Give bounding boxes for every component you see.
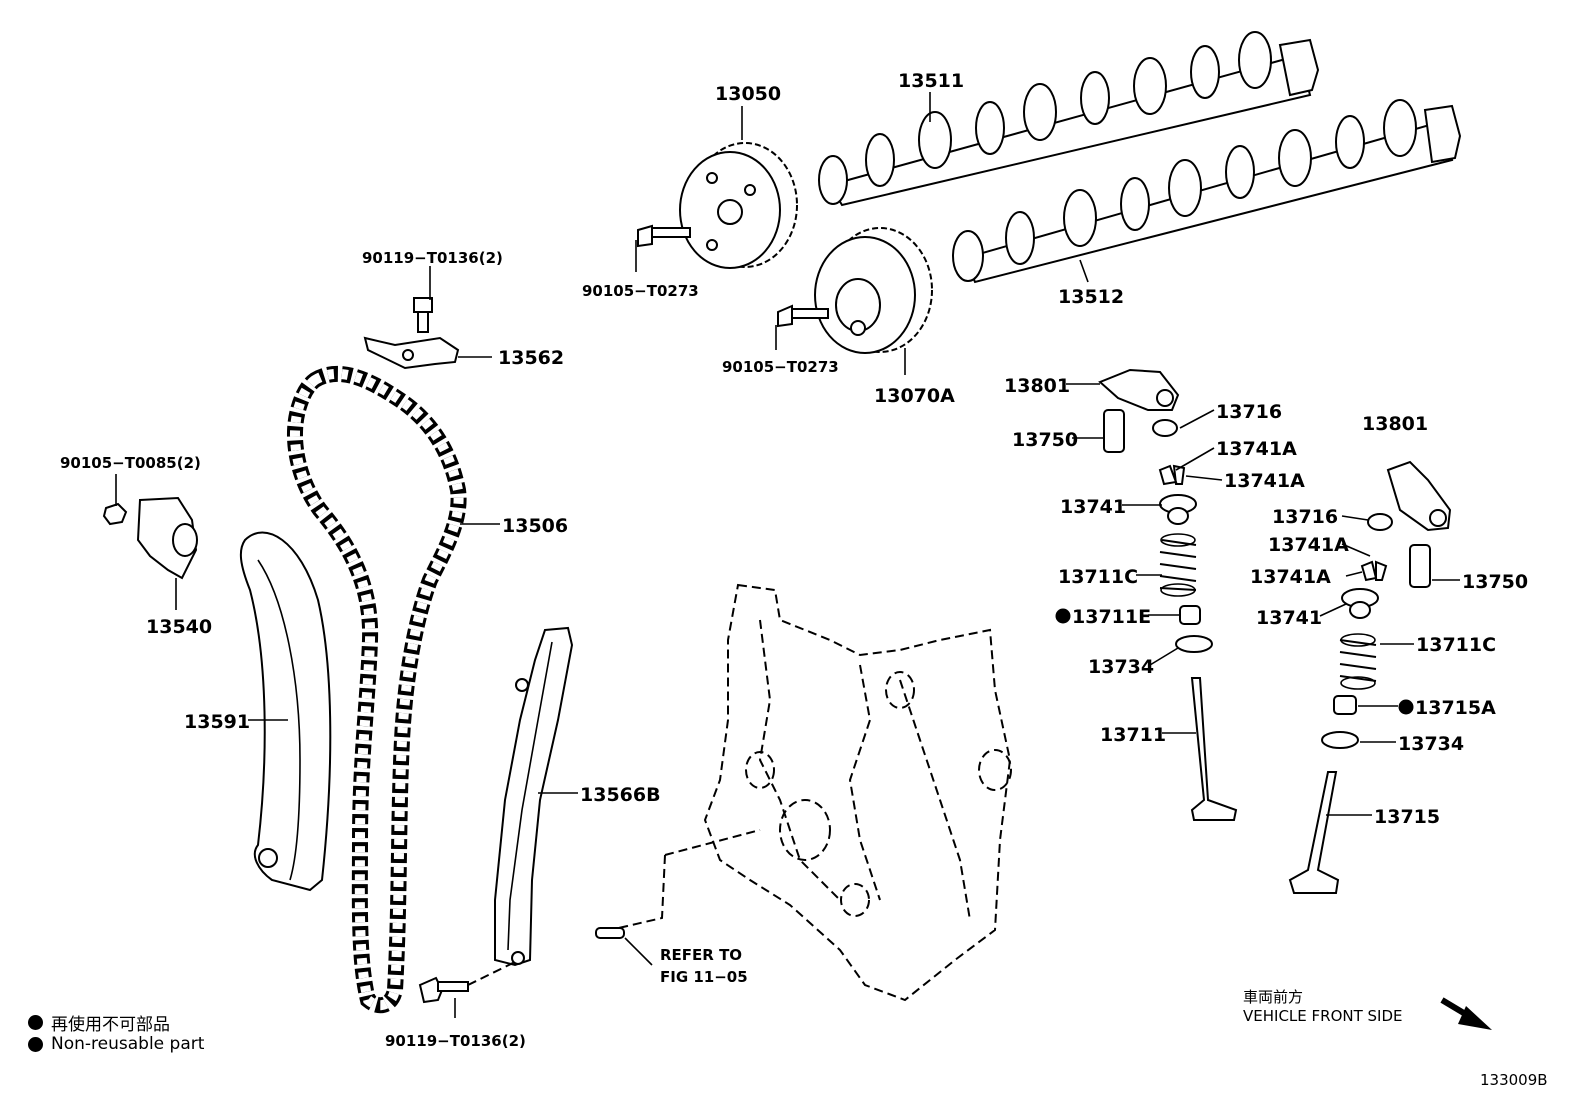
- front-label-jp: 車両前方: [1243, 988, 1304, 1006]
- bolt-90105-t0273-b[interactable]: [777, 304, 829, 328]
- valve-stem-cap-13716-b[interactable]: [1367, 513, 1393, 531]
- camshaft-13512[interactable]: [952, 99, 1462, 284]
- spring-retainer-13741-b[interactable]: [1341, 588, 1379, 619]
- front-label-en: VEHICLE FRONT SIDE: [1243, 1007, 1403, 1025]
- chain-guide-plate-13562[interactable]: [363, 336, 460, 370]
- label-13050: 13050: [715, 83, 781, 105]
- label-fig-11-05: FIG 11−05: [660, 968, 748, 986]
- label-13734-b: 13734: [1398, 733, 1464, 755]
- label-13741a-2: 13741A: [1224, 470, 1305, 492]
- intake-valve-13711[interactable]: [1190, 677, 1238, 821]
- label-13801-a: 13801: [1004, 375, 1070, 397]
- retainer-lock-13741a-b[interactable]: [1360, 560, 1388, 582]
- valve-stem-cap-13716-a[interactable]: [1152, 419, 1178, 437]
- guide-bolt-link-line: [467, 961, 516, 986]
- legend-jp: 再使用不可部品: [28, 1010, 170, 1035]
- bullet-icon: [28, 1036, 43, 1052]
- lash-adjuster-13750-a[interactable]: [1103, 409, 1125, 453]
- bolt-90105-t0273-a[interactable]: [637, 224, 691, 248]
- bolt-90119-t0136-bottom[interactable]: [418, 976, 469, 1004]
- label-13070a: 13070A: [874, 385, 955, 407]
- bullet-icon: [28, 1015, 43, 1030]
- label-13715: 13715: [1374, 806, 1440, 828]
- dowel-pin[interactable]: [595, 927, 625, 939]
- label-13801-b: 13801: [1362, 413, 1428, 435]
- rocker-arm-13801-a[interactable]: [1098, 368, 1180, 411]
- label-13540: 13540: [146, 616, 212, 638]
- tensioner-arm-13591[interactable]: [239, 531, 332, 892]
- label-13741a-3: 13741A: [1268, 534, 1349, 556]
- valve-spring-13711c-a[interactable]: [1159, 533, 1197, 597]
- label-90105-t0085: 90105−T0085(2): [60, 454, 201, 472]
- label-13715a: 13715A: [1415, 697, 1496, 719]
- label-13562: 13562: [498, 347, 564, 369]
- chain-tensioner-13540[interactable]: [136, 496, 198, 580]
- label-13750-a: 13750: [1012, 429, 1078, 451]
- label-13566b: 13566B: [580, 784, 661, 806]
- vehicle-front-arrow-icon: [1440, 997, 1492, 1030]
- cam-timing-gear-13050[interactable]: [679, 142, 798, 269]
- lash-adjuster-13750-b[interactable]: [1409, 544, 1431, 588]
- leader-lines: [115, 92, 1460, 1018]
- spring-retainer-13741-a[interactable]: [1159, 494, 1197, 525]
- camshaft-13511[interactable]: [818, 31, 1320, 207]
- engine-block-outline: [609, 583, 1012, 1002]
- label-13741-a: 13741: [1060, 496, 1126, 518]
- label-refer-to: REFER TO: [660, 946, 742, 964]
- chain-guide-13566b[interactable]: [494, 626, 574, 967]
- label-13741a-4: 13741A: [1250, 566, 1331, 588]
- label-90119-t0136-top: 90119−T0136(2): [362, 249, 503, 267]
- part-labels: 13050 13511 13512 90105−T0273 90105−T027…: [60, 70, 1528, 1050]
- non-reusable-mark-13715a: [1398, 699, 1414, 715]
- valve-stem-seal-13711e[interactable]: [1179, 605, 1201, 625]
- label-13511: 13511: [898, 70, 964, 92]
- nut-90105-t0085[interactable]: [102, 502, 128, 526]
- label-13750-b: 13750: [1462, 571, 1528, 593]
- legend-en-text: Non-reusable part: [51, 1034, 205, 1054]
- legend-jp-text: 再使用不可部品: [51, 1015, 170, 1035]
- retainer-lock-13741a-a[interactable]: [1158, 464, 1186, 486]
- valve-stem-seal-13715a[interactable]: [1333, 695, 1357, 715]
- label-13591: 13591: [184, 711, 250, 733]
- label-13716-a: 13716: [1216, 401, 1282, 423]
- label-13716-b: 13716: [1272, 506, 1338, 528]
- bolt-90119-t0136-top[interactable]: [413, 297, 433, 333]
- label-13711e: 13711E: [1072, 606, 1151, 628]
- label-13741a-1: 13741A: [1216, 438, 1297, 460]
- spring-seat-13734-a[interactable]: [1175, 635, 1213, 653]
- label-13711: 13711: [1100, 724, 1166, 746]
- label-90105-t0273-b: 90105−T0273: [722, 358, 839, 376]
- spring-seat-13734-b[interactable]: [1321, 731, 1359, 749]
- label-13711c-b: 13711C: [1416, 634, 1496, 656]
- non-reusable-mark-13711e: [1055, 608, 1071, 624]
- label-13711c-a: 13711C: [1058, 566, 1138, 588]
- legend-en: Non-reusable part: [28, 1034, 204, 1054]
- label-90105-t0273-a: 90105−T0273: [582, 282, 699, 300]
- cam-timing-gear-13070a[interactable]: [814, 227, 933, 354]
- exhaust-valve-13715[interactable]: [1288, 771, 1340, 894]
- figure-id: 133009B: [1480, 1071, 1548, 1089]
- valve-spring-13711c-b[interactable]: [1339, 633, 1377, 690]
- timing-chain-13506[interactable]: [286, 365, 467, 1014]
- label-13734-a: 13734: [1088, 656, 1154, 678]
- label-13741-b: 13741: [1256, 607, 1322, 629]
- label-90119-t0136-bottom: 90119−T0136(2): [385, 1032, 526, 1050]
- label-13512: 13512: [1058, 286, 1124, 308]
- label-13506: 13506: [502, 515, 568, 537]
- rocker-arm-13801-b[interactable]: [1386, 460, 1452, 532]
